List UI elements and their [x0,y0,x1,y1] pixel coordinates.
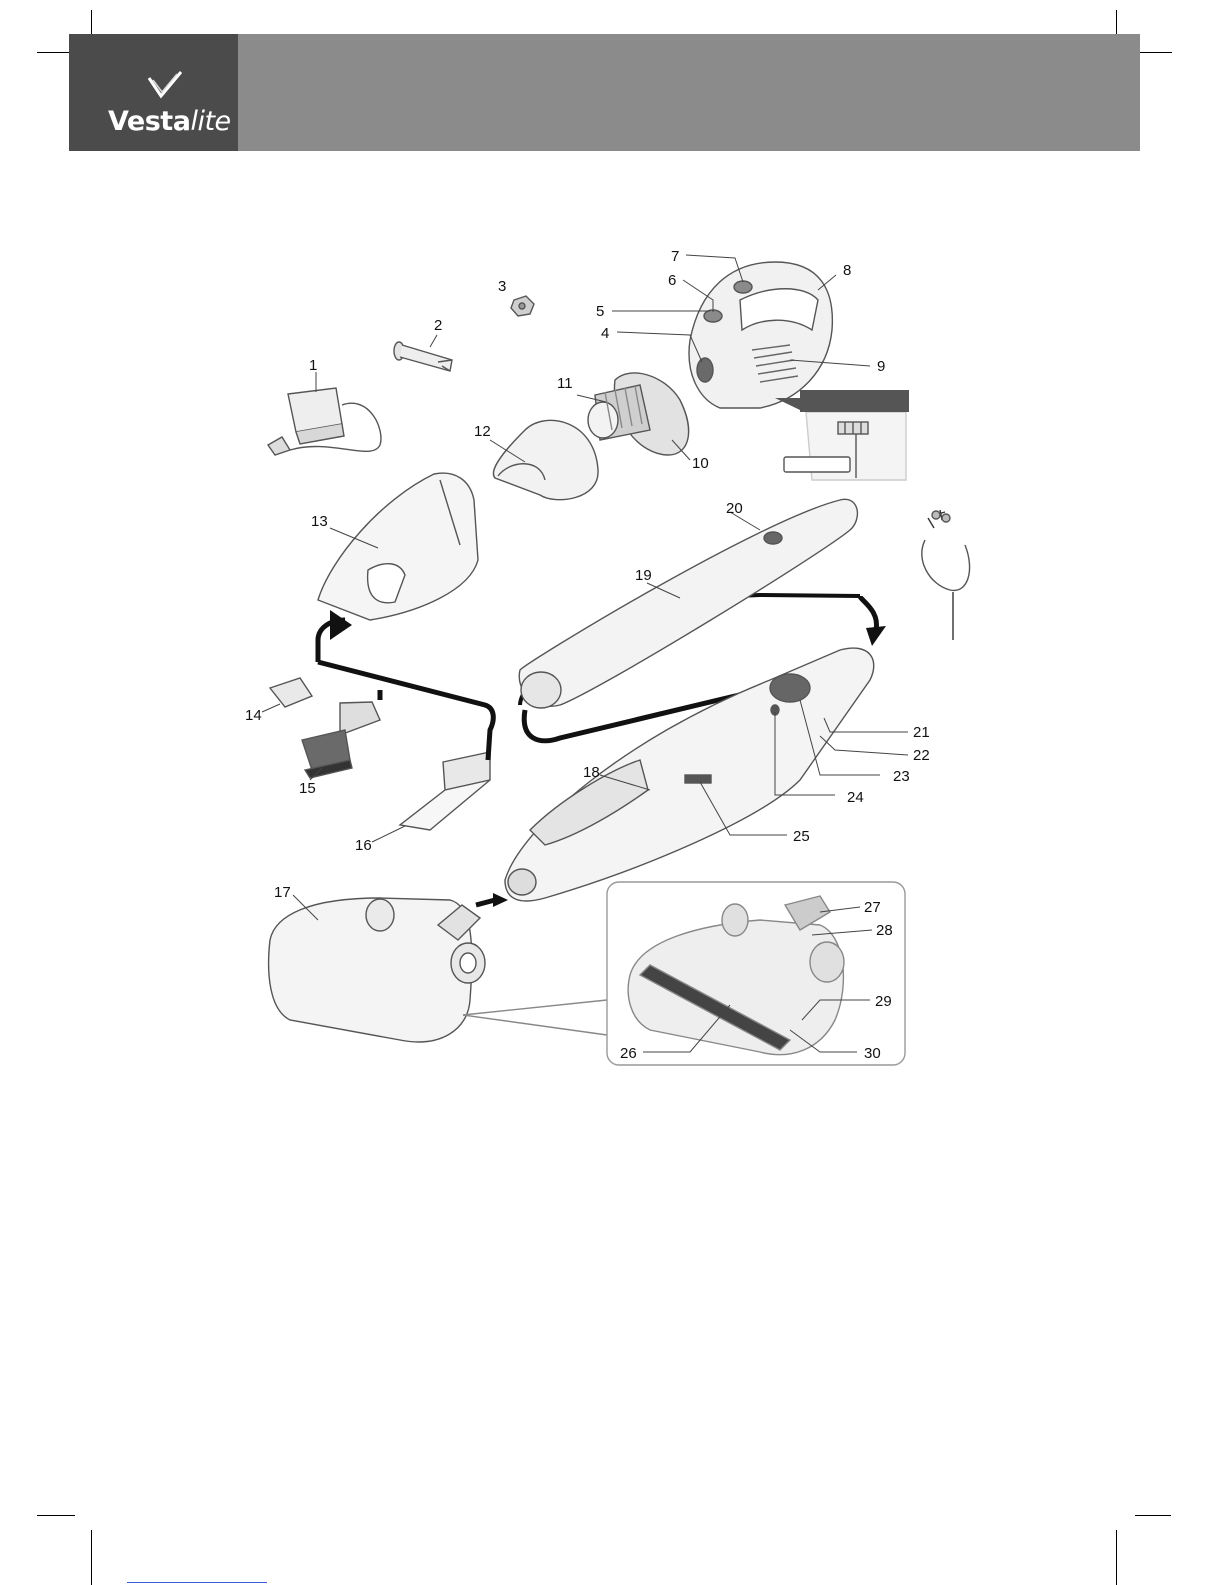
axle-pin [394,342,452,371]
callout-19: 19 [635,567,652,584]
callout-27: 27 [864,899,881,916]
callout-9: 9 [877,358,885,375]
callout-25: 25 [793,828,810,845]
callout-14: 14 [245,707,262,724]
callout-23: 23 [893,768,910,785]
callout-8: 8 [843,262,851,279]
callout-3: 3 [498,278,506,295]
nut [511,296,534,316]
callout-15: 15 [299,780,316,797]
charger-adapter [268,388,381,455]
callout-5: 5 [596,303,604,320]
callout-30: 30 [864,1045,881,1062]
attachments [270,678,490,830]
callout-29: 29 [875,993,892,1010]
floor-head [269,898,485,1042]
dust-cone [493,420,598,499]
callout-6: 6 [668,272,676,289]
wall-clamp [922,510,970,640]
callout-12: 12 [474,423,491,440]
callout-2: 2 [434,317,442,334]
callout-26: 26 [620,1045,637,1062]
callout-10: 10 [692,455,709,472]
callout-18: 18 [583,764,600,781]
callout-11: 11 [557,375,573,392]
footer-link-underline [127,1582,267,1583]
callout-20: 20 [726,500,743,517]
callout-16: 16 [355,837,372,854]
callout-4: 4 [601,325,609,342]
callout-24: 24 [847,789,864,806]
callout-17: 17 [274,884,291,901]
callout-7: 7 [671,248,679,265]
handheld-unit [689,262,832,408]
callout-1: 1 [309,357,317,374]
callout-21: 21 [913,724,930,741]
dust-container [318,473,478,620]
callout-13: 13 [311,513,328,530]
detail-inset [775,390,909,480]
callout-22: 22 [913,747,930,764]
callout-28: 28 [876,922,893,939]
filter [588,373,689,455]
